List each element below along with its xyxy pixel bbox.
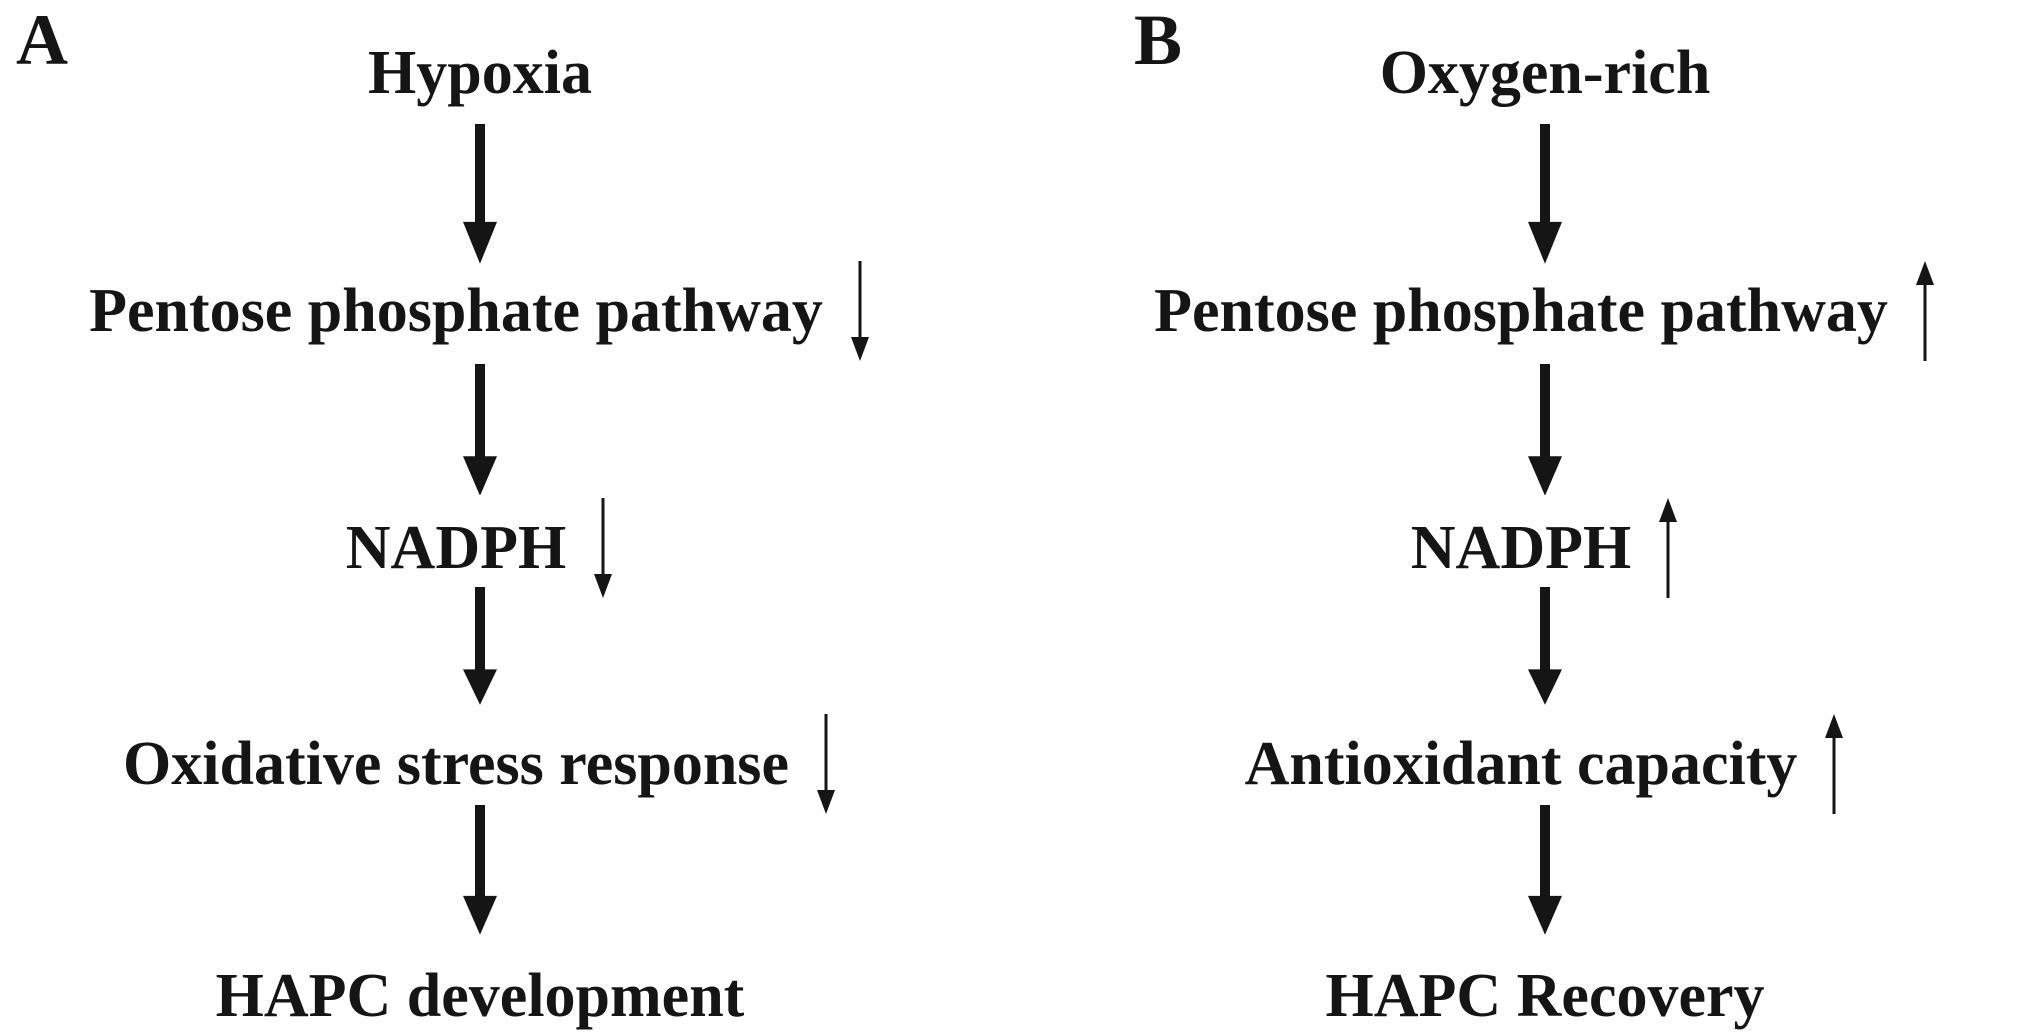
down-flow-arrow-icon: [1528, 805, 1562, 935]
node-nadph: NADPH: [1410, 498, 1679, 599]
node-antioxidant-capacity: Antioxidant capacity: [1244, 714, 1846, 815]
increase-arrow-icon: [1915, 260, 1934, 361]
decrease-arrow-icon: [850, 260, 869, 361]
node-oxidative-label: Oxidative stress response: [123, 730, 789, 799]
node-pentose-phosphate-pathway: Pentose phosphate pathway: [89, 260, 871, 361]
down-flow-arrow-icon: [463, 587, 497, 706]
node-nadph: NADPH: [345, 498, 614, 599]
panel-a: Hypoxia Pentose phosphate pathway NADPH: [20, 0, 940, 1033]
panel-a-label: A: [16, 0, 68, 80]
down-flow-arrow-icon: [1528, 363, 1562, 496]
decrease-arrow-icon: [594, 498, 613, 599]
node-hapc-recovery: HAPC Recovery: [1326, 959, 1765, 1033]
node-oxygen-rich-label: Oxygen-rich: [1379, 39, 1711, 107]
node-antioxidant-label: Antioxidant capacity: [1244, 730, 1798, 799]
node-nadph-label: NADPH: [1410, 514, 1632, 583]
down-flow-arrow-icon: [463, 805, 497, 935]
node-nadph-label: NADPH: [345, 514, 567, 583]
node-hapc-recovery-label: HAPC Recovery: [1325, 962, 1765, 1030]
panel-b-label: B: [1134, 0, 1183, 80]
node-pentose-phosphate-pathway: Pentose phosphate pathway: [1154, 260, 1936, 361]
down-flow-arrow-icon: [1528, 124, 1562, 264]
node-hypoxia-label: Hypoxia: [368, 39, 592, 107]
node-hypoxia: Hypoxia: [368, 36, 592, 110]
increase-arrow-icon: [1825, 714, 1844, 815]
node-hapc-development: HAPC development: [216, 959, 745, 1033]
node-hapc-development-label: HAPC development: [215, 962, 745, 1030]
down-flow-arrow-icon: [1528, 587, 1562, 706]
down-flow-arrow-icon: [463, 124, 497, 264]
node-oxygen-rich: Oxygen-rich: [1380, 36, 1711, 110]
down-flow-arrow-icon: [463, 363, 497, 496]
decrease-arrow-icon: [816, 714, 835, 815]
node-pentose-label: Pentose phosphate pathway: [1154, 276, 1888, 345]
node-pentose-label: Pentose phosphate pathway: [89, 276, 823, 345]
node-oxidative-stress-response: Oxidative stress response: [123, 714, 837, 815]
panel-b: Oxygen-rich Pentose phosphate pathway NA…: [1090, 0, 2000, 1033]
increase-arrow-icon: [1659, 498, 1678, 599]
